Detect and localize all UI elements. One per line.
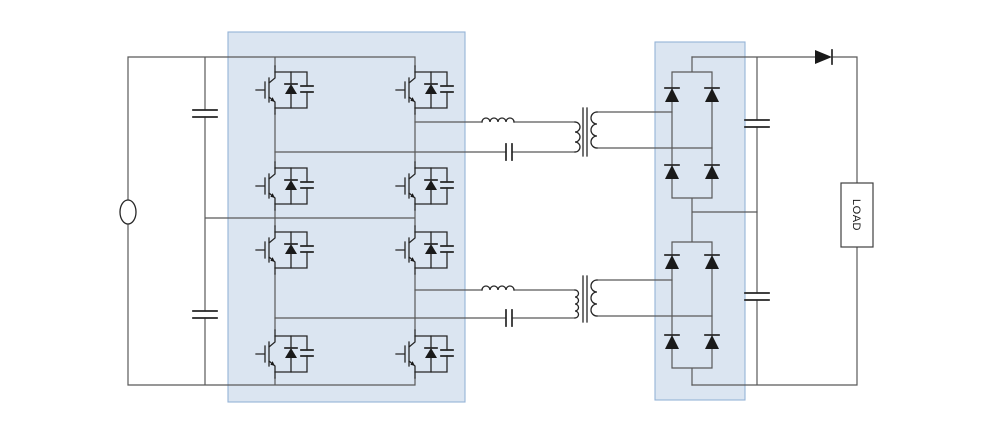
output-diode bbox=[815, 49, 833, 65]
tank-2-wires bbox=[274, 279, 713, 319]
rectifier-wires bbox=[671, 56, 758, 386]
resonant-capacitor-1 bbox=[505, 143, 513, 161]
output-capacitor-bottom bbox=[744, 292, 770, 301]
load-box: LOAD bbox=[840, 182, 874, 248]
dc-link-capacitor-bottom bbox=[192, 310, 218, 319]
dc-link-capacitor-top bbox=[192, 109, 218, 118]
output-wires bbox=[691, 56, 858, 386]
resonant-inductor-2 bbox=[481, 285, 515, 291]
transformer-2 bbox=[574, 275, 598, 323]
load-label: LOAD bbox=[850, 199, 862, 231]
dc-input-wires bbox=[127, 56, 416, 386]
tank-1-wires bbox=[274, 111, 713, 153]
dc-source-icon bbox=[119, 199, 137, 225]
wiring bbox=[127, 56, 858, 386]
transformer-1 bbox=[574, 107, 598, 157]
resonant-inductor-1 bbox=[481, 117, 515, 123]
resonant-capacitor-2 bbox=[505, 309, 513, 327]
output-capacitor-top bbox=[744, 119, 770, 128]
